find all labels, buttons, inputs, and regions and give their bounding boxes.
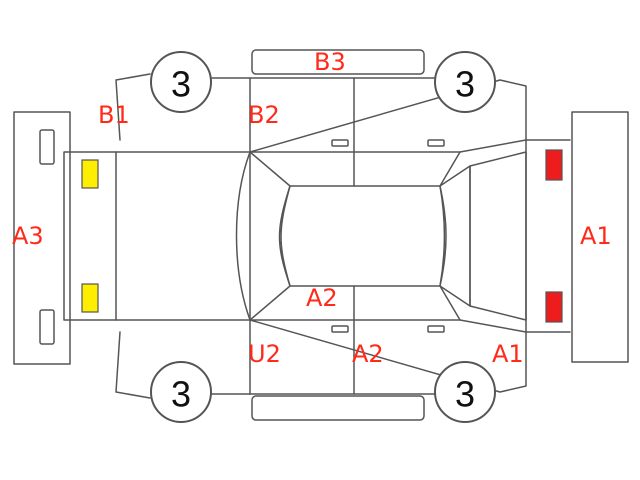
door-handle-4: [427, 325, 445, 333]
roof: [280, 185, 446, 287]
tire-front-bottom-label: 3: [455, 374, 475, 415]
code-b3: B3: [314, 48, 346, 76]
tire-rear-top-label: 3: [171, 64, 191, 105]
rear-bumper-notch-bottom: [39, 309, 55, 345]
code-a1-front: A1: [580, 222, 612, 250]
tire-rear-bottom: 3: [150, 361, 212, 423]
tire-front-bottom: 3: [434, 361, 496, 423]
tire-front-top-label: 3: [455, 64, 475, 105]
rear-bumper-notch-top: [39, 129, 55, 165]
door-handle-3: [331, 325, 349, 333]
rear-light-top: [81, 159, 99, 189]
code-a3: A3: [12, 222, 44, 250]
side-step-bottom: [251, 395, 425, 421]
windshield: [439, 165, 471, 307]
front-light-bottom: [545, 291, 563, 323]
tire-rear-bottom-label: 3: [171, 374, 191, 415]
side-step-top: [251, 49, 425, 75]
code-a2-door: A2: [352, 340, 384, 368]
code-b1: B1: [98, 101, 130, 129]
door-handle-2: [427, 139, 445, 147]
code-a2-roof: A2: [306, 284, 338, 312]
hood: [469, 151, 527, 321]
front-bumper: [571, 111, 629, 363]
tire-front-top: 3: [434, 51, 496, 113]
rear-light-bottom: [81, 283, 99, 313]
windshield-pillar-bottom: [439, 285, 461, 321]
code-b2: B2: [248, 101, 280, 129]
code-u2: U2: [248, 340, 281, 368]
code-a1-fender: A1: [492, 340, 524, 368]
front-light-top: [545, 149, 563, 181]
rear-window: [235, 151, 291, 321]
lower-body-side: [115, 319, 527, 399]
tire-rear-top: 3: [150, 51, 212, 113]
upper-body-side: [115, 73, 527, 153]
windshield-pillar-top: [439, 151, 461, 187]
door-handle-1: [331, 139, 349, 147]
